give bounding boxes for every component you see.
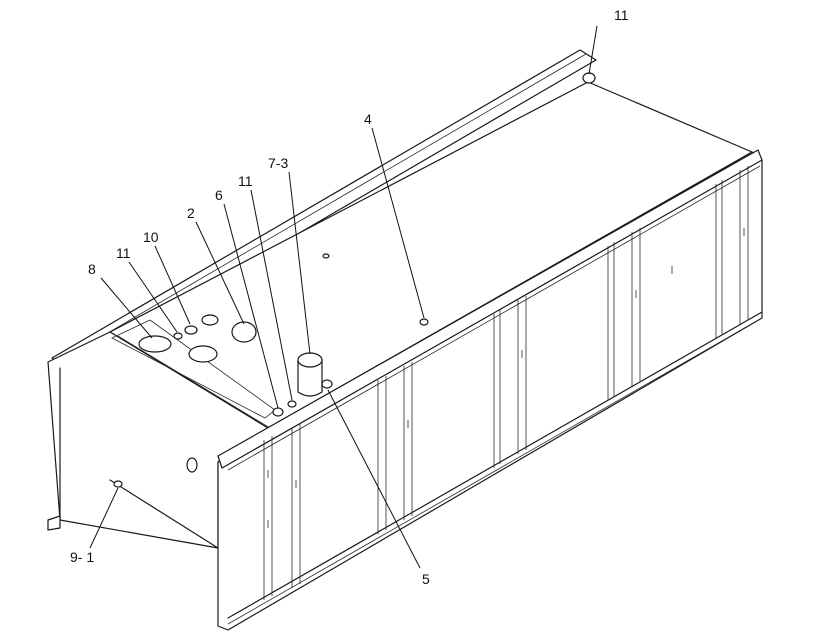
fitting-11-mid (287, 400, 297, 408)
fitting-6 (272, 407, 284, 417)
fitting-11-left (173, 332, 183, 340)
callout-6: 6 (215, 187, 223, 203)
fitting-10 (184, 325, 198, 335)
leader-lines (89, 25, 598, 569)
callout-7-3: 7-3 (268, 155, 288, 171)
fitting-large-cap (188, 345, 218, 363)
callout-4: 4 (364, 111, 372, 127)
callout-9-1: 9- 1 (70, 549, 94, 565)
callout-11-left: 11 (116, 245, 131, 261)
tank-body (47, 49, 753, 549)
fitting-10b (201, 314, 219, 326)
callout-10: 10 (143, 229, 159, 245)
filler-neck-7-3 (297, 359, 323, 397)
fitting-5 (321, 379, 333, 389)
callout-2: 2 (187, 205, 195, 221)
fitting-4 (419, 318, 429, 326)
callout-5: 5 (422, 571, 430, 587)
callout-labels: 11 4 7-3 11 6 2 10 11 8 9- 1 5 (70, 7, 629, 587)
fitting-9-1 (113, 480, 123, 488)
end-port (186, 457, 198, 473)
top-fittings (113, 72, 596, 488)
fitting-2 (231, 321, 257, 343)
callout-11-mid: 11 (238, 173, 253, 189)
front-side-frame (217, 149, 763, 631)
fitting-8 (138, 335, 172, 353)
callout-11-top: 11 (614, 7, 629, 23)
fitting-11-top (582, 72, 596, 84)
callout-8: 8 (88, 261, 96, 277)
